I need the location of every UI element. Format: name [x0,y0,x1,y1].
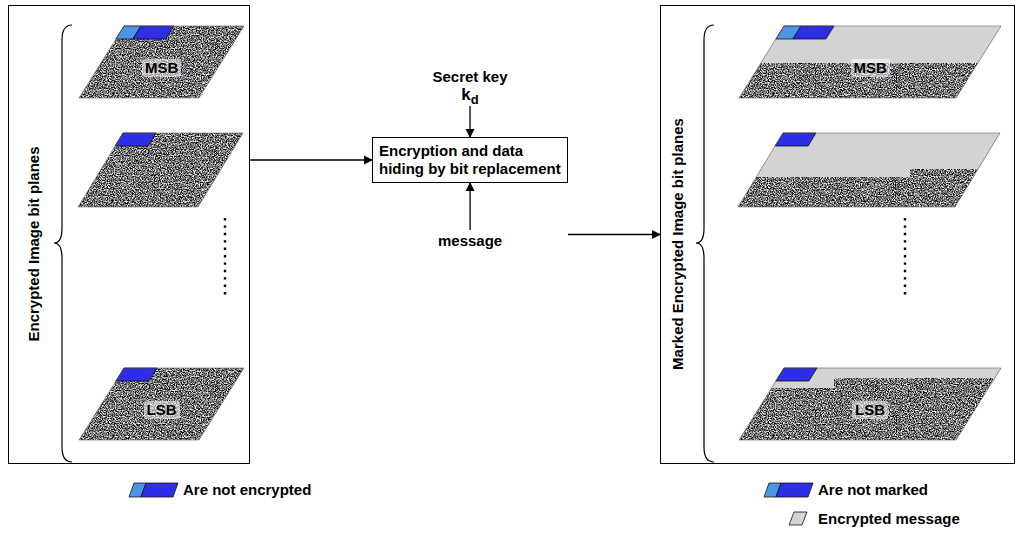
input-label: Secret keykd [433,68,508,104]
noise-texture [738,133,1000,207]
noise-texture [739,26,1001,98]
bit-plane: LSB [79,368,244,440]
legend-text: Encrypted message [818,510,960,528]
symbol: k [461,85,470,104]
ellipsis-dots [904,218,906,296]
encrypted-message-area [738,133,1000,177]
unmarked-block [776,368,817,381]
legend-color [141,483,178,497]
process-text: Encryption and data hiding by bit replac… [379,142,561,178]
process-box: Encryption and data hiding by bit replac… [372,137,568,183]
subscript: d [471,92,479,107]
input-text: Secret key [433,68,508,86]
bit-plane-label: MSB [851,59,890,77]
encrypted-message-area [739,368,1001,388]
bit-plane: MSB [79,26,244,98]
legend-color [776,483,813,497]
noise-texture [79,368,244,440]
noise-texture [78,133,243,207]
bit-plane-label: LSB [852,401,888,419]
panel-label: Marked Encrypted Image bit planes [669,118,687,370]
legend-color [789,512,807,525]
unmarked-block [793,26,834,39]
noise-texture [739,368,1001,440]
bit-plane [738,133,1002,209]
flow-arrow [469,106,470,137]
curly-brace [696,25,714,462]
flow-arrow [469,183,470,230]
flow-arrow [250,159,372,160]
unmarked-block [775,133,816,146]
encrypted-message-area [739,26,1001,63]
curly-brace [54,25,72,462]
bit-plane-panel: Marked Encrypted Image bit planes MSB LSB [660,5,1015,464]
unmarked-block [133,26,174,39]
bit-plane-panel: Encrypted Image bit planes MSB LSB [8,5,250,464]
bit-plane [78,133,245,209]
bit-plane: LSB [739,368,1001,440]
flow-arrow [568,234,660,235]
ellipsis-dots [224,218,226,296]
bit-plane-label: LSB [144,401,180,419]
input-label: message [438,232,502,250]
legend-swatch [763,482,815,500]
bit-plane-label: MSB [142,59,181,77]
noise-texture [79,26,244,98]
panel-label: Encrypted Image bit planes [24,146,42,341]
input-text: message [438,232,502,250]
bit-plane: MSB [739,26,1001,98]
legend-text: Are not marked [818,481,928,499]
legend-text: Are not encrypted [183,481,311,499]
unmarked-block [116,368,157,381]
unmarked-block [115,133,156,146]
legend-swatch [128,482,180,500]
